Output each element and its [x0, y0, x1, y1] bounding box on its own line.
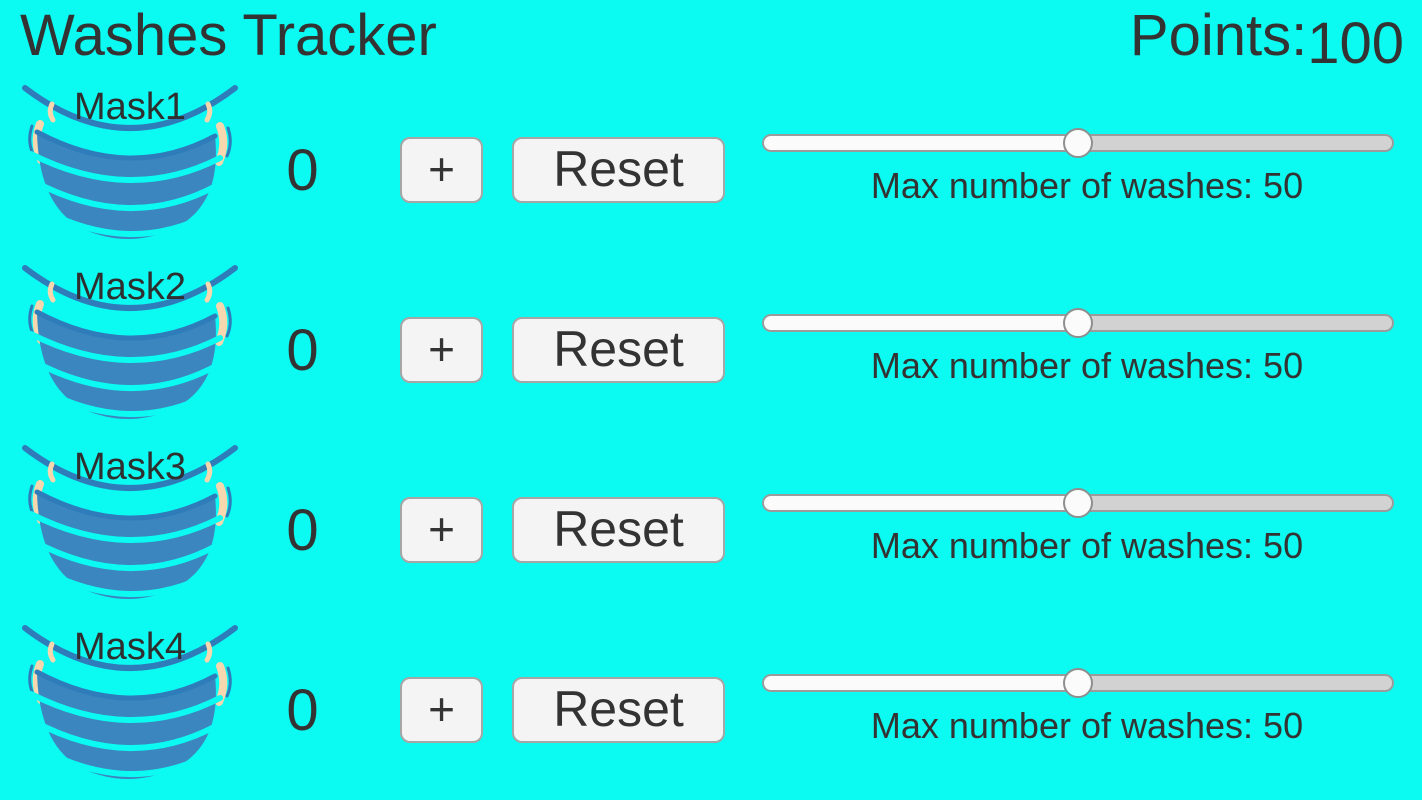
header: Washes Tracker Points:100 [0, 0, 1422, 80]
max-washes-slider[interactable] [762, 487, 1394, 518]
points-label: Points: [1129, 3, 1308, 68]
wash-count: 0 [286, 677, 319, 743]
increment-wash-button[interactable]: + [400, 677, 483, 743]
mask-sprite[interactable]: Mask2 [15, 262, 245, 422]
max-washes-label: Max number of washes: 50 [870, 524, 1304, 566]
mask-name-label: Mask3 [74, 446, 186, 488]
mask-sprite[interactable]: Mask3 [15, 442, 245, 602]
points-display: Points:100 [1129, 3, 1404, 74]
increment-wash-button[interactable]: + [400, 137, 483, 203]
slider-thumb[interactable] [1063, 307, 1093, 338]
max-washes-slider[interactable] [762, 307, 1394, 338]
max-washes-slider[interactable] [762, 667, 1394, 698]
reset-button[interactable]: Reset [512, 677, 725, 743]
max-washes-slider-group: Max number of washes: 50 [762, 307, 1394, 387]
mask-row: Mask1 0 + Reset Max number of washes: 50 [0, 80, 1422, 260]
wash-count: 0 [286, 497, 319, 563]
wash-count: 0 [286, 137, 319, 203]
reset-button[interactable]: Reset [512, 317, 725, 383]
points-value: 100 [1307, 11, 1404, 76]
mask-name-label: Mask2 [74, 266, 186, 308]
mask-sprite[interactable]: Mask1 [15, 82, 245, 242]
reset-button[interactable]: Reset [512, 137, 725, 203]
max-washes-slider-group: Max number of washes: 50 [762, 667, 1394, 747]
face-mask-icon [22, 445, 238, 599]
max-washes-slider-group: Max number of washes: 50 [762, 487, 1394, 567]
mask-sprite[interactable]: Mask4 [15, 622, 245, 782]
increment-wash-button[interactable]: + [400, 497, 483, 563]
max-washes-label: Max number of washes: 50 [870, 344, 1304, 386]
mask-name-label: Mask1 [74, 86, 186, 128]
reset-button[interactable]: Reset [512, 497, 725, 563]
mask-rows: Mask1 0 + Reset Max number of washes: 50 [0, 80, 1422, 800]
slider-thumb[interactable] [1063, 127, 1093, 158]
max-washes-slider-group: Max number of washes: 50 [762, 127, 1394, 207]
face-mask-icon [22, 265, 238, 419]
face-mask-icon [22, 625, 238, 779]
wash-count: 0 [286, 317, 319, 383]
increment-wash-button[interactable]: + [400, 317, 483, 383]
face-mask-icon [22, 85, 238, 239]
mask-row: Mask2 0 + Reset Max number of washes: 50 [0, 260, 1422, 440]
max-washes-label: Max number of washes: 50 [870, 164, 1304, 206]
mask-name-label: Mask4 [74, 626, 186, 668]
page-title: Washes Tracker [20, 3, 437, 68]
mask-row: Mask3 0 + Reset Max number of washes: 50 [0, 440, 1422, 620]
slider-thumb[interactable] [1063, 487, 1093, 518]
slider-thumb[interactable] [1063, 667, 1093, 698]
max-washes-label: Max number of washes: 50 [870, 704, 1304, 746]
max-washes-slider[interactable] [762, 127, 1394, 158]
mask-row: Mask4 0 + Reset Max number of washes: 50 [0, 620, 1422, 800]
